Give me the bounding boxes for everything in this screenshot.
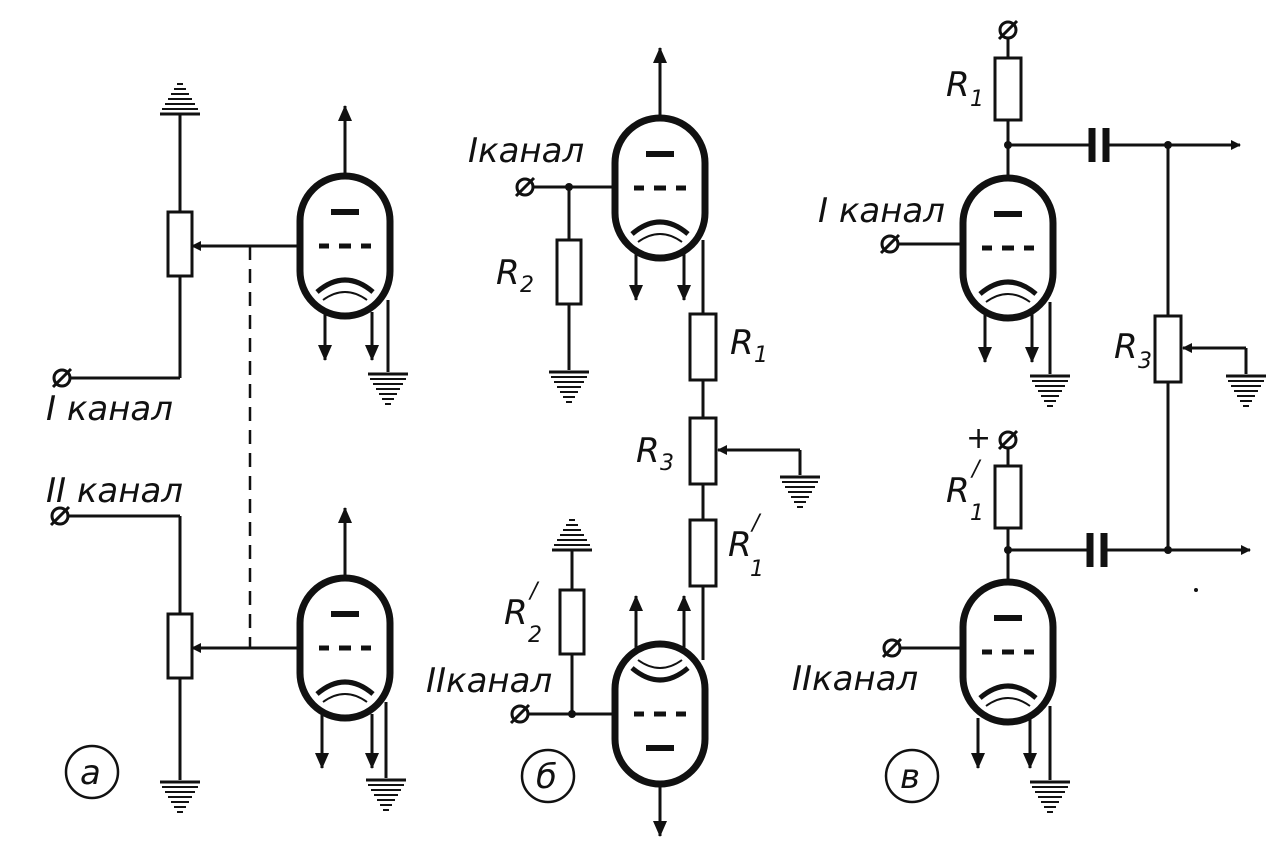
label-r3: R: [1114, 327, 1138, 367]
resistor-r2: [555, 238, 583, 306]
figure-a: I канал II канал а: [46, 82, 410, 816]
label-r2-prime-mark: /: [528, 579, 540, 604]
label-r3-sub: 3: [1138, 349, 1152, 374]
potentiometer-top: [166, 210, 194, 278]
label-ch2: IIканал: [792, 659, 918, 699]
resistor-r1: [993, 56, 1023, 122]
figure-b: Iканал R 2 R 1 R 3 R / 1 R: [426, 47, 822, 837]
label-r3-sub: 3: [660, 451, 674, 476]
caption-a: а: [80, 753, 101, 793]
label-ch2: IIканал: [426, 661, 552, 701]
ground-symbol: [158, 778, 202, 816]
supply-terminal: [997, 429, 1019, 451]
supply-symbol: [550, 518, 594, 552]
label-r1-sub: 1: [970, 87, 984, 112]
label-r1-prime-sub: 1: [750, 557, 764, 582]
figure-c: R 1 I канал R 3 + R / 1: [792, 19, 1268, 816]
label-ch1: I канал: [818, 191, 945, 231]
input-terminal-ch2: [509, 703, 531, 725]
label-plus: +: [966, 421, 991, 456]
tube-bottom: [963, 582, 1053, 722]
ground-symbol: [364, 776, 408, 814]
ground-symbol: [1224, 372, 1268, 410]
caption-c: в: [900, 757, 920, 797]
ground-symbol: [1028, 778, 1072, 816]
label-r3: R: [636, 431, 660, 471]
label-r1-prime-mark: /: [970, 457, 982, 482]
label-r2-sub: 2: [520, 273, 534, 298]
label-r2: R: [496, 253, 520, 293]
tube-bottom: [300, 578, 390, 718]
resistor-r1-prime: [688, 518, 718, 588]
caption-b: б: [536, 757, 557, 797]
potentiometer-bottom: [166, 612, 194, 680]
label-r1: R: [730, 323, 754, 363]
label-r1-sub: 1: [754, 343, 768, 368]
label-r1-prime: R: [728, 525, 752, 565]
label-r1-prime-sub: 1: [970, 501, 984, 526]
supply-symbol: [158, 82, 202, 116]
tube-bottom: [615, 644, 705, 784]
tube-top: [300, 176, 390, 316]
label-ch2: II канал: [46, 471, 183, 511]
input-terminal-ch1: [51, 367, 73, 389]
tube-top: [963, 178, 1053, 318]
tube-top: [615, 118, 705, 258]
input-terminal-ch1: [879, 233, 901, 255]
input-terminal-ch2: [881, 637, 903, 659]
supply-terminal: [997, 19, 1019, 41]
label-r1-prime-mark: /: [750, 511, 762, 536]
ground-symbol: [547, 368, 591, 406]
label-r2-prime-sub: 2: [528, 623, 542, 648]
label-r1-prime: R: [946, 471, 970, 511]
resistor-r1: [688, 312, 718, 382]
potentiometer-r3: [1153, 314, 1183, 384]
input-terminal-ch1: [514, 176, 536, 198]
label-ch1: Iканал: [468, 131, 584, 171]
resistor-r2-prime: [558, 588, 586, 656]
ground-symbol: [778, 473, 822, 511]
label-ch1: I канал: [46, 389, 173, 429]
resistor-r1-prime: [993, 464, 1023, 530]
ground-symbol: [1028, 372, 1072, 410]
potentiometer-r3: [688, 416, 718, 486]
ground-symbol: [366, 370, 410, 408]
label-r1: R: [946, 65, 970, 105]
label-r2-prime: R: [504, 593, 528, 633]
